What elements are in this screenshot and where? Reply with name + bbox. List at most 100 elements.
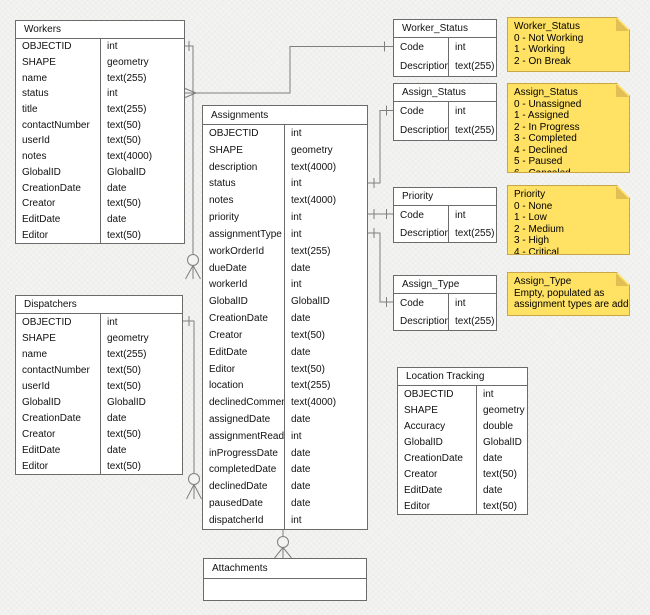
crows-foot-many-icon bbox=[274, 547, 292, 559]
note-title: Worker_Status bbox=[514, 21, 580, 32]
field-type: text(50) bbox=[107, 119, 141, 131]
field-name: description bbox=[203, 158, 285, 176]
table-title-dispatchers: Dispatchers bbox=[16, 296, 182, 314]
field-type: date bbox=[291, 413, 311, 425]
note-title: Priority bbox=[514, 189, 546, 200]
field-name: assignmentRead bbox=[203, 427, 285, 445]
field-type: int bbox=[455, 209, 466, 221]
field-type: text(50) bbox=[107, 198, 141, 210]
connector-assignments-assign-status[interactable] bbox=[368, 105, 393, 189]
field-name: pausedDate bbox=[203, 495, 285, 513]
field-name: status bbox=[203, 175, 285, 193]
field-type: date bbox=[107, 444, 127, 456]
field-type: text(50) bbox=[107, 135, 141, 147]
field-type: date bbox=[483, 484, 503, 496]
field-type: GlobalID bbox=[107, 396, 146, 408]
field-name: Editor bbox=[16, 458, 101, 474]
field-type: text(50) bbox=[107, 364, 141, 376]
field-name: Creator bbox=[398, 466, 477, 482]
field-type: text(4000) bbox=[107, 151, 153, 163]
field-type: int bbox=[291, 212, 302, 224]
field-name: CreationDate bbox=[16, 180, 101, 196]
field-name: SHAPE bbox=[398, 402, 477, 418]
table-title-workers: Workers bbox=[16, 21, 184, 39]
field-type: int bbox=[291, 127, 302, 139]
field-name: Code bbox=[394, 38, 449, 57]
table-title-priority: Priority bbox=[394, 188, 496, 206]
crows-foot-many-icon bbox=[184, 88, 197, 98]
connector-dispatchers-assignments[interactable] bbox=[183, 316, 202, 500]
field-name: Code bbox=[394, 206, 449, 224]
field-name: Code bbox=[394, 294, 449, 312]
note-line: 0 - Not Working bbox=[514, 32, 584, 44]
field-type: int bbox=[291, 279, 302, 291]
field-type: text(50) bbox=[107, 229, 141, 241]
field-name: title bbox=[16, 101, 101, 118]
connector-workers-worker-status[interactable] bbox=[184, 41, 393, 98]
note-line: 0 - Unassigned bbox=[514, 98, 582, 110]
zero-cardinality-icon bbox=[188, 473, 200, 485]
field-type: text(255) bbox=[455, 125, 495, 136]
field-name: Creator bbox=[16, 426, 101, 442]
field-type: date bbox=[107, 412, 127, 424]
field-name: declinedComment bbox=[203, 394, 285, 412]
table-title-worker_status: Worker_Status bbox=[394, 20, 496, 38]
note-line: 1 - Low bbox=[514, 212, 547, 223]
field-type: geometry bbox=[483, 404, 525, 416]
field-type: int bbox=[291, 430, 302, 442]
field-type: text(50) bbox=[483, 500, 517, 512]
connector-workers-assignments[interactable] bbox=[185, 41, 201, 280]
note-line: 3 - Completed bbox=[514, 133, 577, 144]
field-name: SHAPE bbox=[203, 141, 285, 159]
note-title: Assign_Status bbox=[514, 87, 578, 98]
field-type: int bbox=[107, 41, 118, 53]
field-type: text(255) bbox=[291, 245, 331, 257]
field-name: Description bbox=[394, 224, 449, 242]
field-name: name bbox=[16, 70, 101, 87]
field-type: int bbox=[455, 106, 466, 117]
table-attachments[interactable]: Attachments bbox=[203, 558, 367, 601]
field-type: GlobalID bbox=[291, 296, 330, 308]
connector-assignments-assign-type[interactable] bbox=[368, 228, 393, 307]
note-line: 1 - Assigned bbox=[514, 110, 570, 121]
field-name: Description bbox=[394, 121, 449, 140]
field-type: text(255) bbox=[107, 104, 147, 116]
connector-assignments-priority[interactable] bbox=[368, 209, 393, 219]
